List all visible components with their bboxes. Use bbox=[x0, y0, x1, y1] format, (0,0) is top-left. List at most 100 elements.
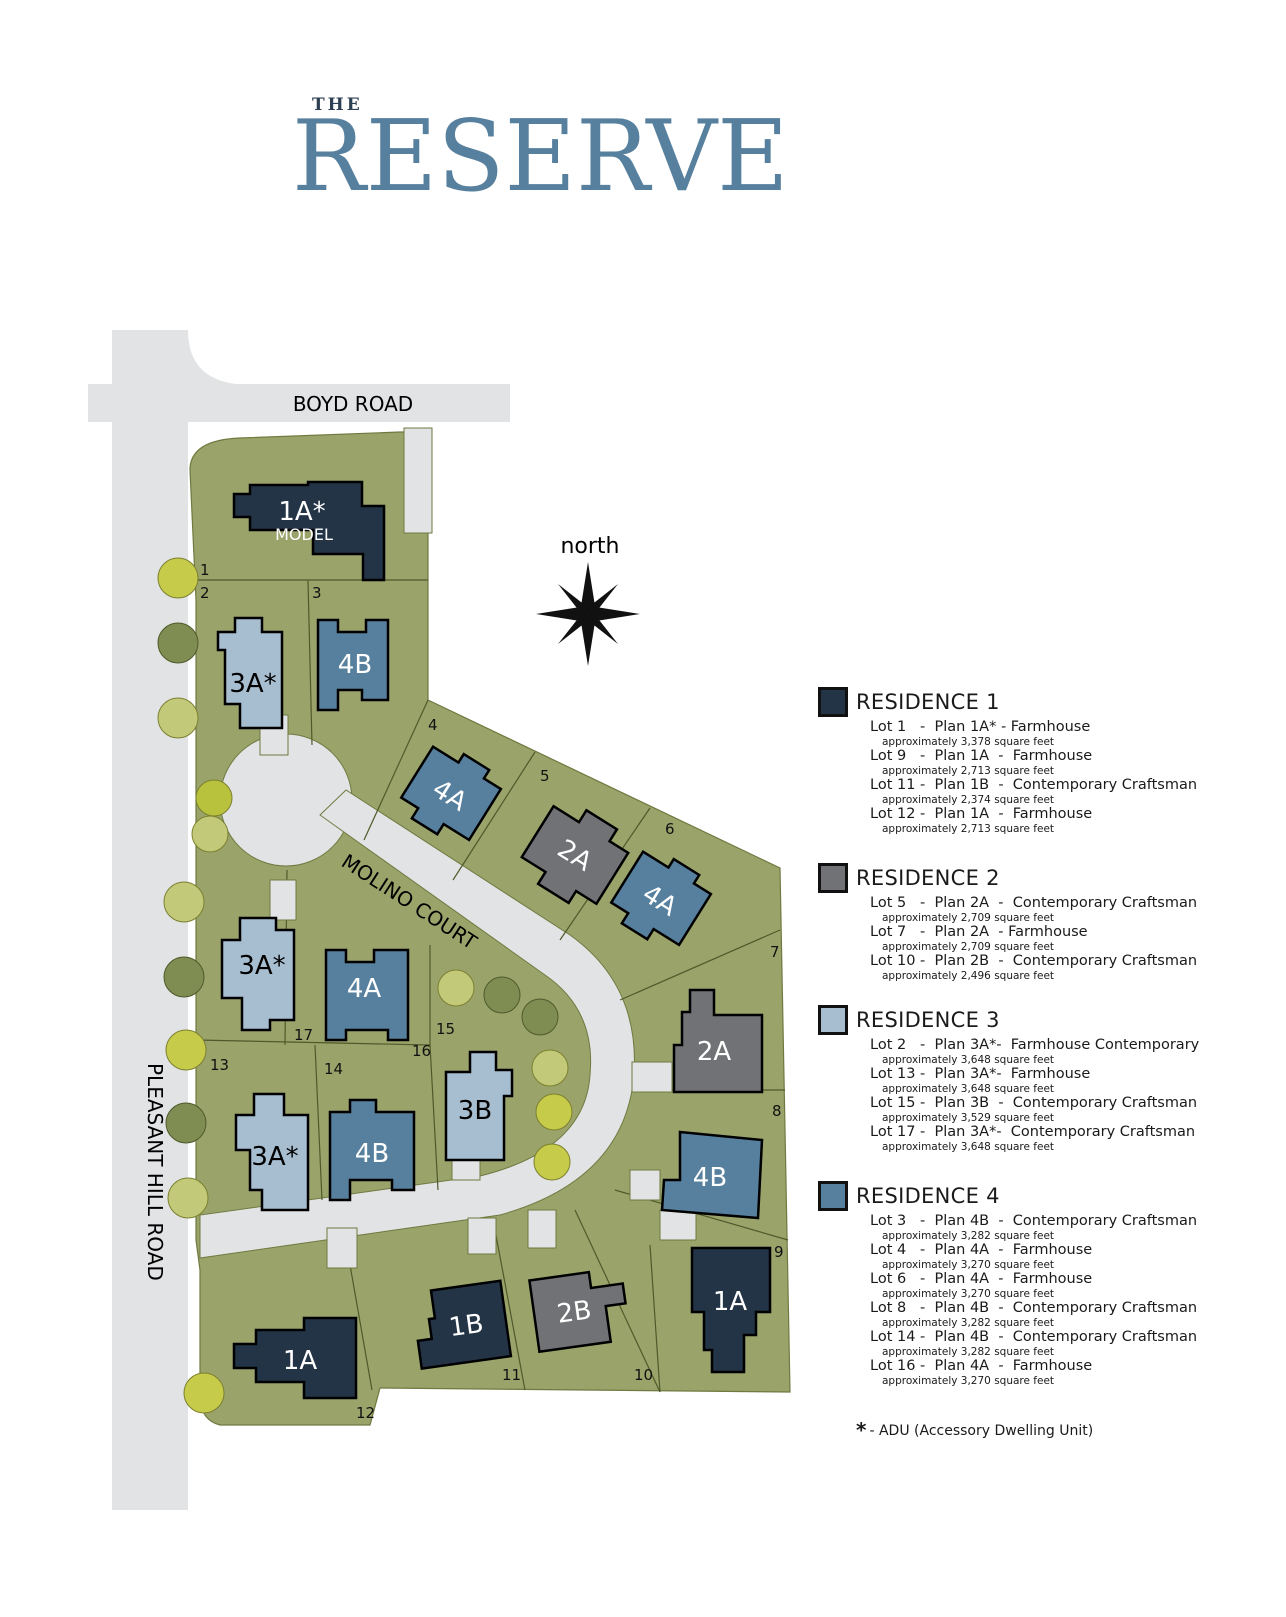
house-plan-label: 2B bbox=[555, 1295, 593, 1329]
house-footprint bbox=[234, 1092, 310, 1212]
lot-number: 3 bbox=[312, 584, 322, 602]
tree bbox=[157, 557, 199, 599]
lot-area-line: approximately 2,709 square feet bbox=[882, 912, 1055, 924]
house-footprint bbox=[399, 744, 503, 842]
tree bbox=[437, 969, 475, 1007]
house-sub-label: MODEL bbox=[275, 525, 333, 544]
brand-logo: RESERVE bbox=[292, 100, 789, 214]
house-lot-2[interactable]: 3A* bbox=[216, 616, 284, 730]
lot-numbers: 1 2 3 4 5 6 7 8 9 10 11 12 13 14 15 16 1… bbox=[200, 561, 784, 1422]
house-footprint bbox=[609, 849, 713, 947]
house-footprint bbox=[232, 1316, 358, 1400]
house-plan-label: 3A* bbox=[251, 1142, 298, 1172]
boyd-road-left bbox=[88, 384, 112, 422]
residence-header: RESIDENCE 1 bbox=[818, 685, 1197, 719]
house-footprint bbox=[216, 616, 284, 730]
lot-area-line: approximately 2,713 square feet bbox=[882, 823, 1055, 835]
tree bbox=[163, 881, 205, 923]
lot-number: 4 bbox=[428, 716, 438, 734]
lot-number: 6 bbox=[665, 820, 675, 838]
house-lot-13[interactable]: 3A* bbox=[234, 1092, 310, 1212]
house-lot-7[interactable]: 2A bbox=[672, 988, 764, 1094]
house-plan-label: 2A bbox=[697, 1037, 732, 1067]
lot-area-line: approximately 3,529 square feet bbox=[882, 1112, 1055, 1124]
residence-swatch bbox=[818, 1005, 848, 1035]
house-lot-1[interactable]: 1A* MODEL bbox=[232, 480, 386, 582]
trees bbox=[157, 557, 573, 1414]
legend-lot-entry: Lot 5 - Plan 2A - Contemporary Craftsman… bbox=[870, 895, 1197, 924]
legend-lot-entry: Lot 15 - Plan 3B - Contemporary Craftsma… bbox=[870, 1095, 1199, 1124]
lot-area-line: approximately 2,713 square feet bbox=[882, 765, 1055, 777]
compass-label: north bbox=[560, 534, 619, 559]
legend-lot-entry: Lot 8 - Plan 4B - Contemporary Craftsman… bbox=[870, 1300, 1197, 1329]
house-lot-17[interactable]: 3A* bbox=[220, 916, 296, 1032]
lot-number: 12 bbox=[356, 1404, 375, 1422]
lot-area-line: approximately 3,282 square feet bbox=[882, 1346, 1055, 1358]
house-lot-5[interactable]: 2A bbox=[514, 794, 635, 915]
house-plan-label: 4B bbox=[338, 650, 372, 680]
house-lot-6[interactable]: 4A bbox=[605, 843, 716, 955]
house-footprint bbox=[416, 1279, 513, 1371]
house-plan-label: 3A* bbox=[238, 951, 285, 981]
house-lot-4[interactable]: 4A bbox=[395, 738, 506, 850]
molino-court bbox=[199, 733, 635, 1259]
lot-area-line: approximately 3,270 square feet bbox=[882, 1288, 1055, 1300]
lot-area-line: approximately 3,648 square feet bbox=[882, 1083, 1055, 1095]
house-lot-10[interactable]: 2B bbox=[528, 1268, 630, 1354]
residence-swatch bbox=[818, 1181, 848, 1211]
residence-title: RESIDENCE 1 bbox=[856, 690, 1000, 714]
lot-number: 5 bbox=[540, 767, 550, 785]
residence-title: RESIDENCE 3 bbox=[856, 1008, 1000, 1032]
house-footprint bbox=[444, 1050, 514, 1162]
house-lot-3[interactable]: 4B bbox=[316, 618, 390, 712]
lot-number: 10 bbox=[634, 1366, 653, 1384]
residence-group-1: RESIDENCE 1 Lot 1 - Plan 1A* - Farmhouse a… bbox=[818, 685, 1197, 835]
lot-plan-line: Lot 11 - Plan 1B - Contemporary Craftsma… bbox=[870, 777, 1198, 793]
house-lot-12[interactable]: 1A bbox=[232, 1316, 358, 1400]
adu-note: *- ADU (Accessory Dwelling Unit) bbox=[856, 1418, 1093, 1442]
lot-number: 14 bbox=[324, 1060, 343, 1078]
house-plan-label: 4A bbox=[347, 974, 382, 1004]
tree bbox=[191, 815, 229, 853]
house-footprint bbox=[528, 1270, 627, 1354]
house-footprint bbox=[316, 618, 390, 712]
house-lot-15[interactable]: 3B bbox=[444, 1050, 514, 1162]
residence-header: RESIDENCE 3 bbox=[818, 1003, 1199, 1037]
boyd-access bbox=[403, 427, 433, 534]
lot-plan-line: Lot 14 - Plan 4B - Contemporary Craftsma… bbox=[870, 1329, 1198, 1345]
lot-number: 11 bbox=[502, 1366, 521, 1384]
compass-rose bbox=[536, 562, 640, 666]
house-plan-label: 4B bbox=[355, 1139, 389, 1169]
tree bbox=[183, 1372, 225, 1414]
tree bbox=[157, 697, 199, 739]
adu-note-text: - ADU (Accessory Dwelling Unit) bbox=[869, 1423, 1094, 1439]
residence-title: RESIDENCE 4 bbox=[856, 1184, 1000, 1208]
house-footprint bbox=[220, 916, 296, 1032]
house-lot-9[interactable]: 1A bbox=[690, 1246, 772, 1374]
lot-number: 7 bbox=[770, 943, 780, 961]
house-plan-label: 3A* bbox=[229, 669, 276, 699]
house-lot-14[interactable]: 4B bbox=[328, 1098, 416, 1202]
lot-area-line: approximately 3,282 square feet bbox=[882, 1317, 1055, 1329]
tree bbox=[165, 1102, 207, 1144]
lot-number: 15 bbox=[436, 1020, 455, 1038]
lot-plan-line: Lot 7 - Plan 2A - Farmhouse bbox=[870, 924, 1088, 940]
lot-plan-line: Lot 5 - Plan 2A - Contemporary Craftsman bbox=[870, 895, 1198, 911]
house-footprint bbox=[520, 804, 630, 906]
lot-plan-line: Lot 1 - Plan 1A* - Farmhouse bbox=[870, 719, 1091, 735]
house-lot-11[interactable]: 1B bbox=[411, 1279, 513, 1371]
house-lot-8[interactable]: 4B bbox=[660, 1130, 764, 1220]
lot-plan-line: Lot 10 - Plan 2B - Contemporary Craftsma… bbox=[870, 953, 1198, 969]
house-lot-16[interactable]: 4A bbox=[324, 948, 410, 1042]
house-footprint bbox=[232, 480, 386, 582]
residence-swatch bbox=[818, 863, 848, 893]
tree bbox=[483, 976, 521, 1014]
